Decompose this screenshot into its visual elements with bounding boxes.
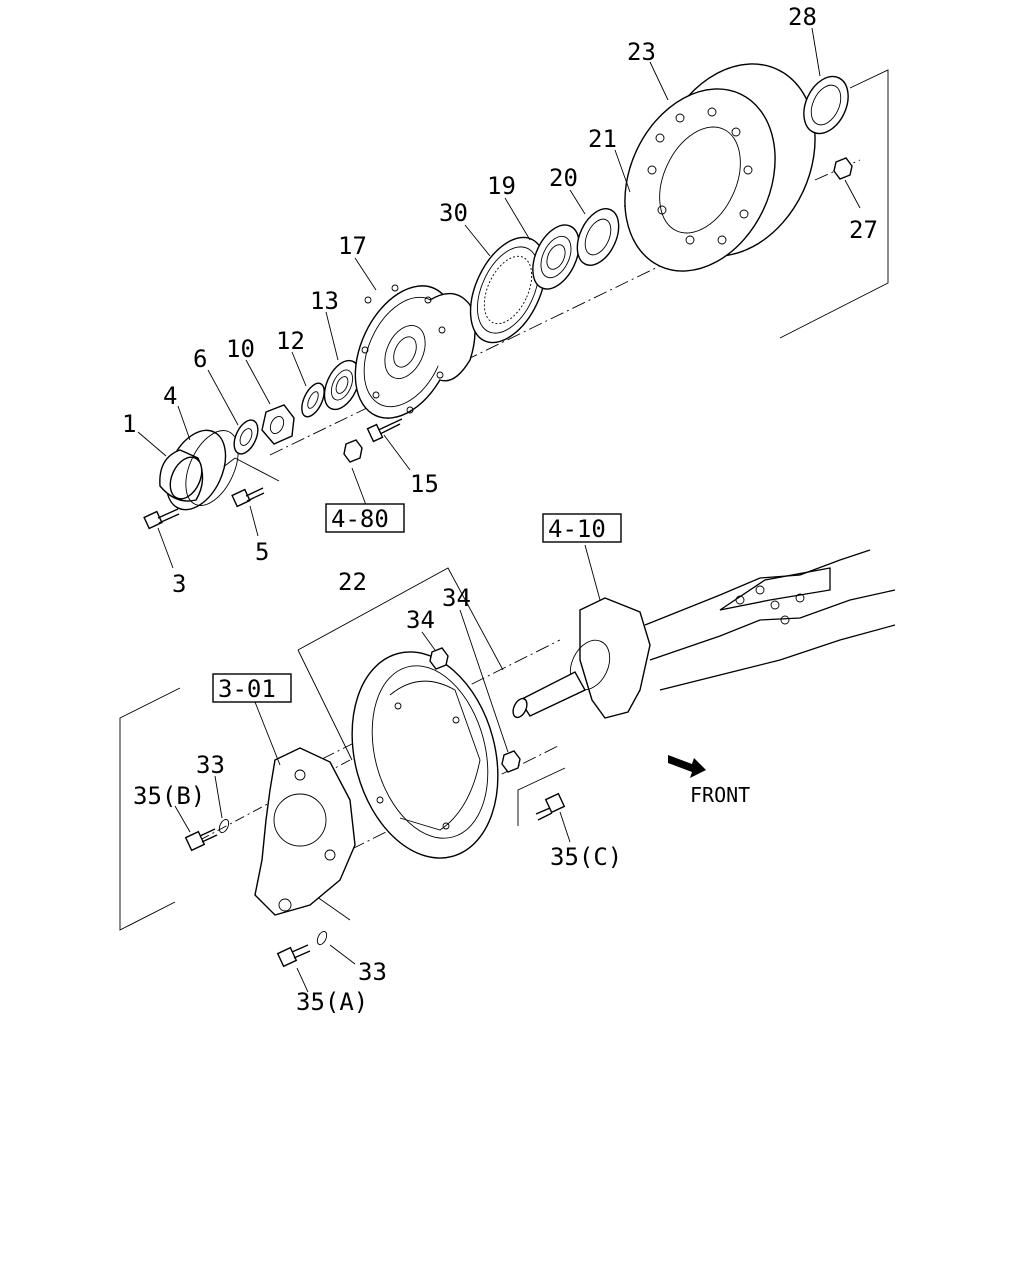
- reference-4-80[interactable]: 4-80: [331, 505, 389, 533]
- bearing-part-19: [532, 224, 580, 290]
- leader-lines: [137, 27, 861, 993]
- callout-13: 13: [310, 287, 339, 315]
- front-axle-knuckle-4-10: [512, 549, 896, 719]
- bolt-part-35a: [276, 944, 311, 968]
- callout-35b: 35(B): [133, 782, 205, 810]
- callout-28: 28: [788, 3, 817, 31]
- bearing-part-13: [323, 359, 361, 411]
- callout-10: 10: [226, 335, 255, 363]
- front-arrow-icon: [668, 755, 706, 778]
- reference-3-01[interactable]: 3-01: [218, 675, 276, 703]
- gasket-part-4: [185, 430, 239, 506]
- reference-box-4-10[interactable]: 4-10: [542, 513, 622, 543]
- callout-4: 4: [163, 382, 177, 410]
- washer-part-12: [301, 382, 325, 418]
- reference-box-4-80[interactable]: 4-80: [325, 503, 405, 533]
- nut-part-27: [833, 157, 853, 180]
- washer-part-33-lower: [316, 930, 328, 946]
- washer-part-33-upper: [218, 818, 230, 834]
- nut-part-34-upper: [429, 647, 449, 670]
- callout-1: 1: [122, 410, 136, 438]
- callout-6: 6: [193, 345, 207, 373]
- seal-part-28: [803, 75, 849, 135]
- brake-drum-part-23: [624, 63, 816, 272]
- bolt-part-3: [143, 508, 180, 530]
- callout-5: 5: [255, 538, 269, 566]
- callout-12: 12: [276, 327, 305, 355]
- bolt-part-35c: [535, 792, 566, 821]
- bolt-part-35b: [184, 828, 218, 852]
- callout-34-right: 34: [442, 584, 471, 612]
- nut-part-10: [261, 404, 295, 445]
- callout-35a: 35(A): [296, 988, 368, 1016]
- anchor-bracket-3-01: [254, 747, 356, 916]
- hub-nut: [343, 439, 363, 463]
- callout-22: 22: [338, 568, 367, 596]
- callout-23: 23: [627, 38, 656, 66]
- callout-33-upper: 33: [196, 751, 225, 779]
- callout-19: 19: [487, 172, 516, 200]
- hub-stud-part-15: [366, 418, 403, 443]
- callout-20: 20: [549, 164, 578, 192]
- nut-part-34-lower: [501, 750, 521, 773]
- callout-3: 3: [172, 570, 186, 598]
- callout-35c: 35(C): [550, 843, 622, 871]
- callout-30: 30: [439, 199, 468, 227]
- callout-21: 21: [588, 125, 617, 153]
- bolt-part-5: [231, 487, 265, 508]
- callout-17: 17: [338, 232, 367, 260]
- wheel-hub-part-17: [354, 284, 476, 419]
- callout-33-lower: 33: [358, 958, 387, 986]
- reference-4-10[interactable]: 4-10: [548, 515, 606, 543]
- tone-ring-part-30: [469, 236, 547, 344]
- callout-15: 15: [410, 470, 439, 498]
- backing-plate-part-22: [351, 651, 499, 859]
- oil-seal-part-20: [576, 208, 620, 266]
- callout-34-left: 34: [406, 606, 435, 634]
- reference-box-3-01[interactable]: 3-01: [212, 673, 292, 703]
- front-direction-label: FRONT: [690, 783, 750, 807]
- callout-27: 27: [849, 216, 878, 244]
- hub-cap-part-1: [159, 429, 227, 511]
- lock-washer-part-6: [233, 419, 259, 455]
- callout-labels: 1 3 4 5 6 10 12 13 15 17 19 20 21 22 23 …: [122, 3, 878, 1016]
